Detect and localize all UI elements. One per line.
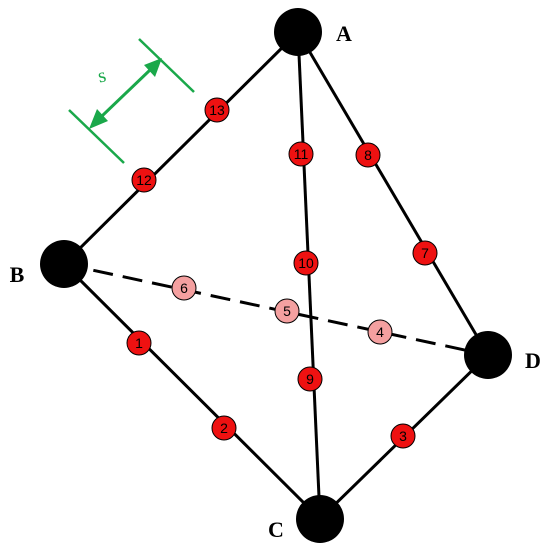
vertices-layer: A B C D	[10, 8, 541, 543]
edge-bc	[62, 262, 322, 521]
node-5: 5	[274, 298, 300, 324]
spacing-extension-line-2	[138, 38, 195, 93]
node-1: 1	[126, 330, 152, 356]
spacing-arrowhead-upper	[144, 58, 162, 77]
node-label: 9	[306, 371, 314, 387]
node-label: 3	[399, 428, 407, 444]
edge-ac	[296, 31, 322, 520]
node-12: 12	[131, 167, 157, 193]
node-3: 3	[390, 423, 416, 449]
node-circle	[131, 167, 157, 193]
vertex-d	[464, 331, 512, 379]
spacing-label: s	[96, 64, 108, 87]
node-label: 2	[220, 420, 228, 436]
spacing-extension-line-1	[68, 109, 125, 164]
node-circle	[274, 298, 300, 324]
node-label: 12	[136, 172, 152, 188]
node-label: 7	[421, 245, 429, 261]
vertex-label-c: C	[268, 517, 284, 542]
node-label: 11	[294, 146, 309, 162]
node-label: 10	[298, 255, 314, 271]
vertex-b	[40, 240, 88, 288]
node-circle	[211, 415, 237, 441]
node-label: 6	[180, 280, 188, 296]
node-label: 1	[135, 335, 143, 351]
spacing-arrowhead-lower	[89, 109, 108, 129]
node-circle	[390, 423, 416, 449]
node-10: 10	[293, 250, 319, 276]
spacing-dimension-marker: s	[68, 38, 195, 164]
node-label: 5	[283, 303, 291, 319]
node-circle	[204, 97, 230, 123]
vertex-a	[274, 8, 322, 56]
node-circle	[288, 141, 314, 167]
vertex-label-a: A	[336, 21, 352, 46]
vertex-label-b: B	[10, 262, 25, 287]
node-circle	[297, 366, 323, 392]
node-6: 6	[171, 275, 197, 301]
node-circle	[126, 330, 152, 356]
node-label: 8	[364, 147, 372, 163]
edge-ad	[296, 31, 490, 356]
node-8: 8	[355, 142, 381, 168]
edge-ab	[62, 30, 300, 266]
spacing-arrow-shaft	[100, 68, 152, 118]
node-label: 13	[209, 102, 225, 118]
node-circle	[355, 142, 381, 168]
node-13: 13	[204, 97, 230, 123]
node-7: 7	[412, 240, 438, 266]
node-11: 11	[288, 141, 314, 167]
node-circle	[367, 319, 393, 345]
node-circle	[171, 275, 197, 301]
node-4: 4	[367, 319, 393, 345]
vertex-c	[296, 495, 344, 543]
node-circle	[293, 250, 319, 276]
edges-layer	[62, 30, 490, 521]
vertex-label-d: D	[525, 348, 541, 373]
node-9: 9	[297, 366, 323, 392]
node-circle	[412, 240, 438, 266]
node-label: 4	[376, 324, 384, 340]
node-2: 2	[211, 415, 237, 441]
